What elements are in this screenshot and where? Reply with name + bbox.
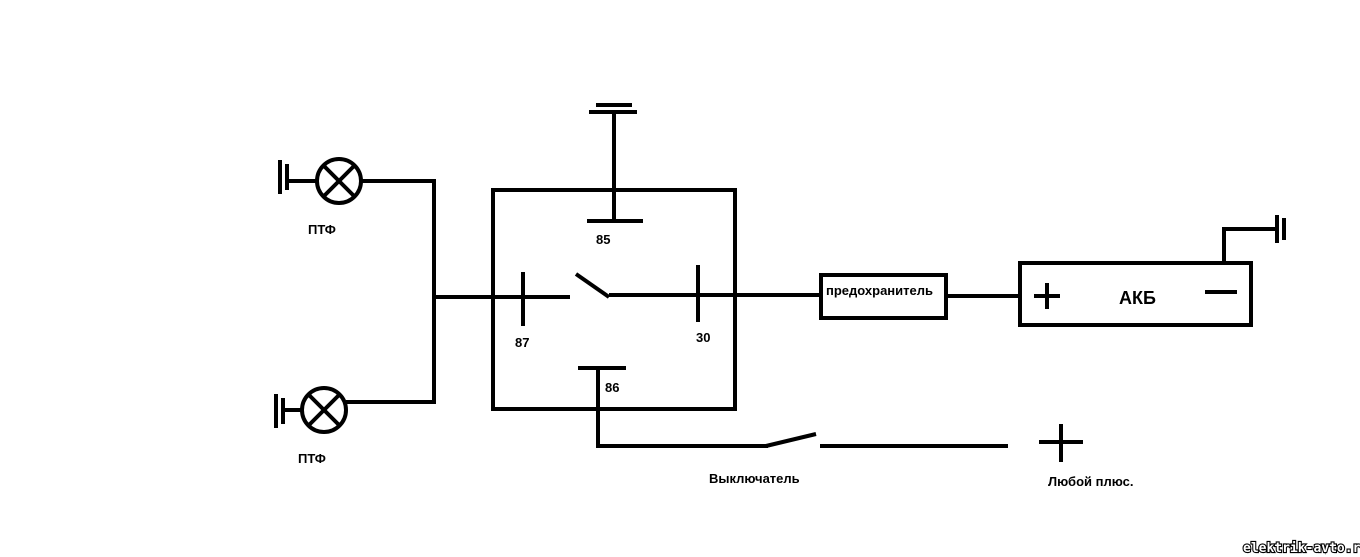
watermark-text: elektrik-avto.ru <box>1243 541 1360 556</box>
pin-30: 30 <box>609 265 822 345</box>
switch-label: Выключатель <box>709 471 800 486</box>
fog-lamp-label: ПТФ <box>308 222 336 237</box>
ground-icon <box>274 394 302 428</box>
battery-label: АКБ <box>1119 288 1156 308</box>
pin-30-label: 30 <box>696 330 710 345</box>
any-plus-label: Любой плюс. <box>1048 474 1134 489</box>
pin-85: 85 <box>587 103 643 247</box>
plus-icon <box>1034 283 1060 309</box>
pin-87: 87 <box>515 272 570 350</box>
pin-85-label: 85 <box>596 232 610 247</box>
switch: Выключатель <box>596 432 1008 486</box>
watermark: elektrik-avto.ru <box>1242 540 1360 557</box>
battery: АКБ <box>1018 215 1286 327</box>
pin-86: 86 <box>578 366 626 448</box>
any-plus: Любой плюс. <box>1039 424 1134 489</box>
fog-lamp-label: ПТФ <box>298 451 326 466</box>
lamp-icon <box>300 386 348 434</box>
ground-icon <box>1222 215 1286 263</box>
pin-87-label: 87 <box>515 335 529 350</box>
lamp-icon <box>315 157 363 205</box>
pin-86-label: 86 <box>605 380 619 395</box>
relay: 85 87 30 86 <box>491 103 822 448</box>
lamp-bus-wire <box>346 179 525 404</box>
fuse-label: предохранитель <box>826 283 933 298</box>
fuse: предохранитель <box>819 273 1022 320</box>
fog-lamp-top: ПТФ <box>278 157 363 237</box>
fog-lamp-bottom: ПТФ <box>274 386 348 466</box>
relay-contact <box>574 272 611 299</box>
plus-icon <box>1039 424 1083 462</box>
ground-icon <box>278 160 317 194</box>
